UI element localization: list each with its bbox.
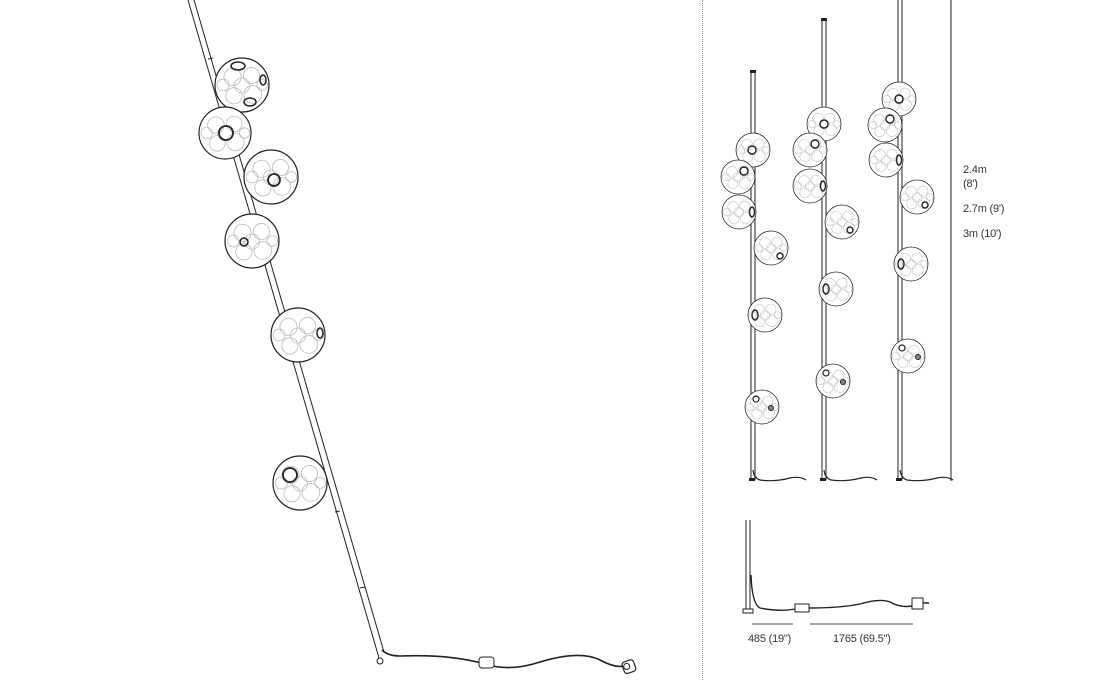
lamp-variant-2-7m	[792, 18, 878, 482]
height-label-2-4m: 2.4m	[963, 164, 987, 176]
lamp-variant-3m	[867, 0, 954, 482]
height-label-2-7m: 2.7m (9')	[963, 203, 1005, 215]
lamp-variant-2-4m	[720, 70, 807, 482]
height-label-8ft: (8')	[963, 178, 978, 190]
main-lamp	[187, 0, 637, 675]
height-label-3m: 3m (10')	[963, 228, 1002, 240]
base-length-label: 485 (19")	[748, 633, 792, 645]
cord-length-label: 1765 (69.5")	[833, 633, 891, 645]
panel-divider	[702, 0, 703, 680]
cable-detail	[742, 520, 929, 625]
